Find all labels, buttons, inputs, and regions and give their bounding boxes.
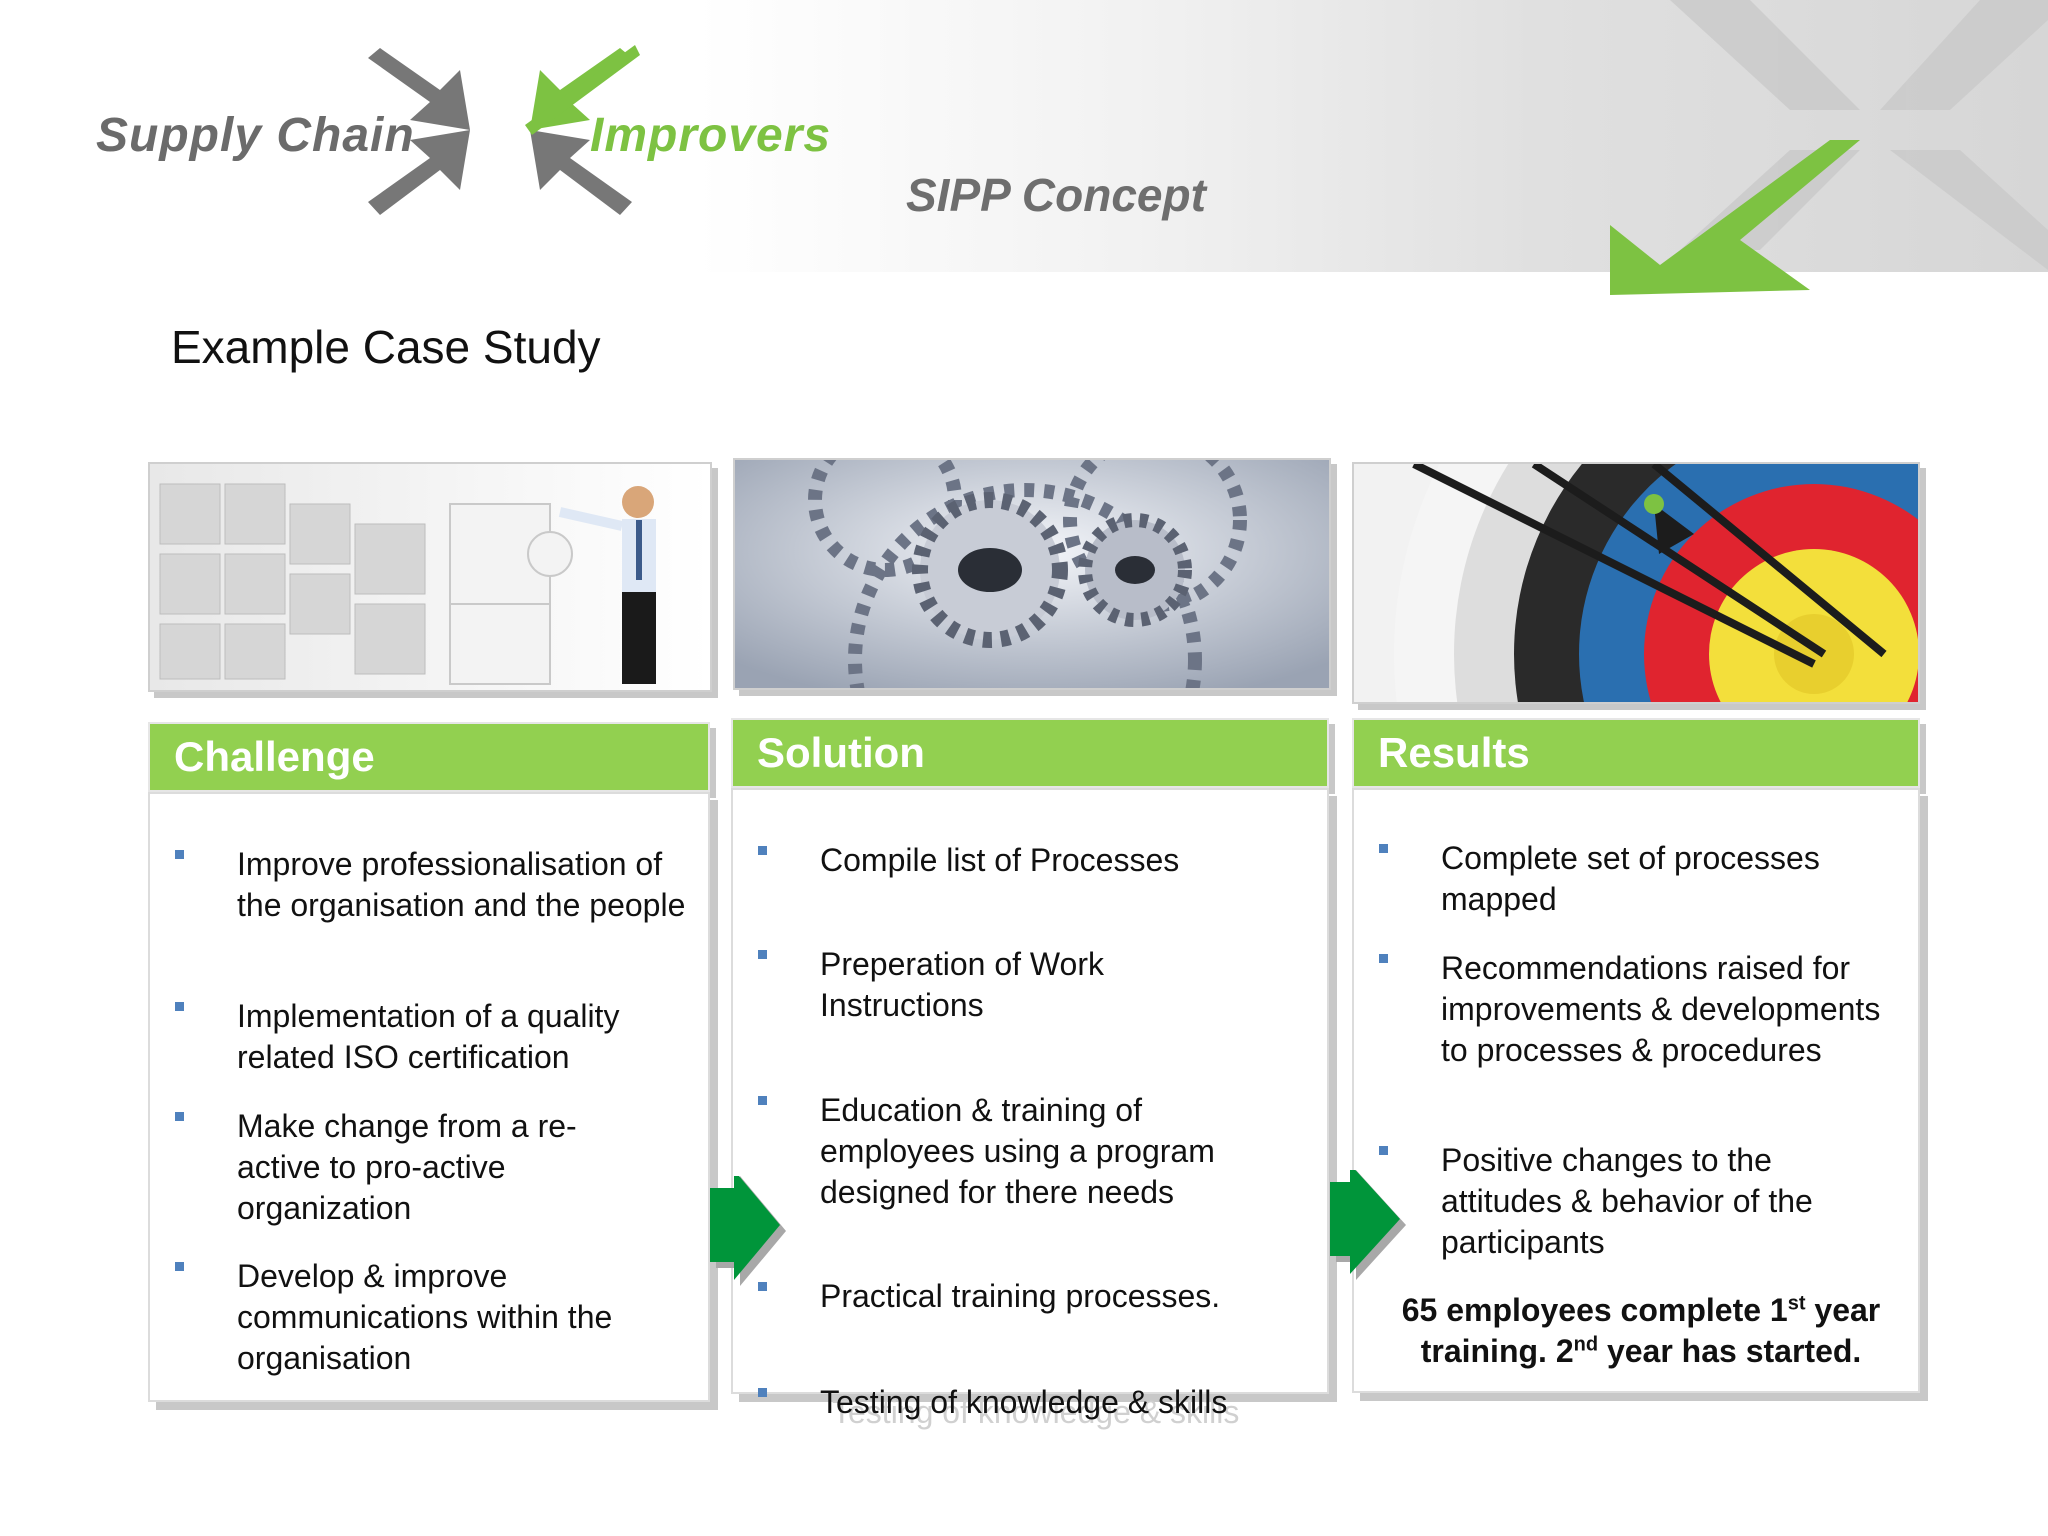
solution-item: Education & training of employees using … (758, 1090, 1280, 1213)
bullet-square-icon (758, 1388, 767, 1397)
results-panel (1352, 788, 1920, 1393)
results-summary-note: 65 employees complete 1st year training.… (1401, 1292, 1881, 1369)
bullet-square-icon (758, 950, 767, 959)
solution-item: Practical training processes. (758, 1276, 1300, 1317)
solution-panel (731, 788, 1329, 1394)
bullet-square-icon (1379, 1146, 1388, 1155)
bullet-square-icon (175, 1112, 184, 1121)
results-item: Recommendations raised for improvements … (1379, 948, 1911, 1071)
target-photo (1352, 462, 1920, 704)
bullet-square-icon (175, 1262, 184, 1271)
challenge-item: Improve professionalisation of the organ… (175, 844, 687, 926)
solution-item: Preperation of Work Instructions (758, 944, 1220, 1026)
bullet-square-icon (175, 850, 184, 859)
arrow-right-icon (1330, 1170, 1406, 1280)
corner-arrows-decoration (1610, 0, 2048, 295)
bullet-square-icon (758, 1096, 767, 1105)
solution-item-shadow: Testing of knowledge & skills (832, 1394, 1240, 1430)
gears-photo (733, 458, 1331, 690)
bullet-square-icon (175, 1002, 184, 1011)
bullet-square-icon (1379, 844, 1388, 853)
results-item: Positive changes to the attitudes & beha… (1379, 1140, 1871, 1263)
businessman-figure (558, 486, 656, 684)
challenge-item: Implementation of a quality related ISO … (175, 996, 687, 1078)
bullet-square-icon (758, 846, 767, 855)
results-item: Complete set of processes mapped (1379, 838, 1871, 920)
bullet-square-icon (758, 1282, 767, 1291)
header-subtitle: SIPP Concept (906, 169, 1206, 221)
challenge-item: Make change from a re-active to pro-acti… (175, 1106, 637, 1229)
column-header-results: Results (1352, 718, 1920, 788)
company-logo: Supply Chain Improvers (80, 30, 880, 230)
check-arrow-icon (1610, 140, 1860, 295)
solution-item: Compile list of Processes (758, 840, 1300, 881)
bullet-square-icon (1379, 954, 1388, 963)
column-header-solution: Solution (731, 718, 1329, 788)
logo-text-improvers: Improvers (590, 109, 832, 162)
column-header-challenge: Challenge (148, 722, 710, 792)
page-title: Example Case Study (171, 321, 601, 373)
arrow-right-icon (710, 1176, 786, 1286)
solution-item: Testing of knowledge & skills (758, 1382, 1300, 1423)
logo-text-supply-chain: Supply Chain (96, 109, 415, 162)
challenge-panel (148, 792, 710, 1402)
challenge-item: Develop & improve communications within … (175, 1256, 687, 1379)
logo-arrows-icon (368, 45, 640, 215)
puzzle-photo (148, 462, 712, 692)
